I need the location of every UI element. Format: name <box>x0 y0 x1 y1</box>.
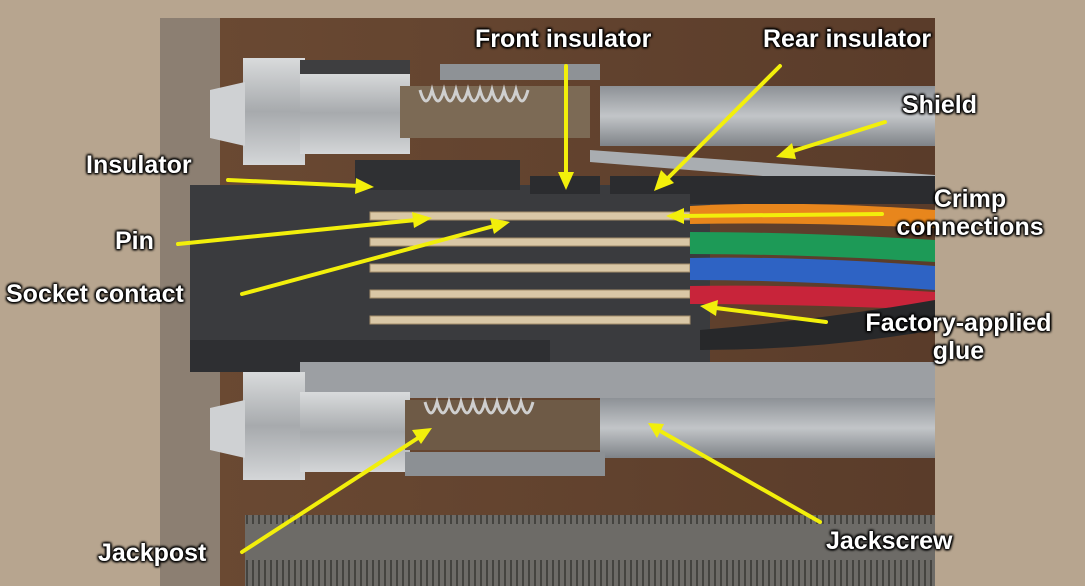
label-crimp-connections: Crimp connections <box>880 185 1060 241</box>
label-pin: Pin <box>115 227 154 255</box>
label-factory-applied-glue: Factory-applied glue <box>836 309 1081 365</box>
label-glue-line1: Factory-applied <box>865 309 1052 337</box>
label-jackpost: Jackpost <box>98 539 207 567</box>
label-crimp-line1: Crimp <box>933 185 1007 213</box>
label-shield: Shield <box>902 91 978 119</box>
label-front-insulator: Front insulator <box>475 25 652 53</box>
label-glue-line2: glue <box>932 336 985 365</box>
label-crimp-line2: connections <box>896 212 1044 241</box>
label-socket-contact: Socket contact <box>6 280 184 308</box>
label-insulator: Insulator <box>86 151 192 179</box>
label-rear-insulator: Rear insulator <box>763 25 932 53</box>
label-jackscrew: Jackscrew <box>826 527 953 555</box>
